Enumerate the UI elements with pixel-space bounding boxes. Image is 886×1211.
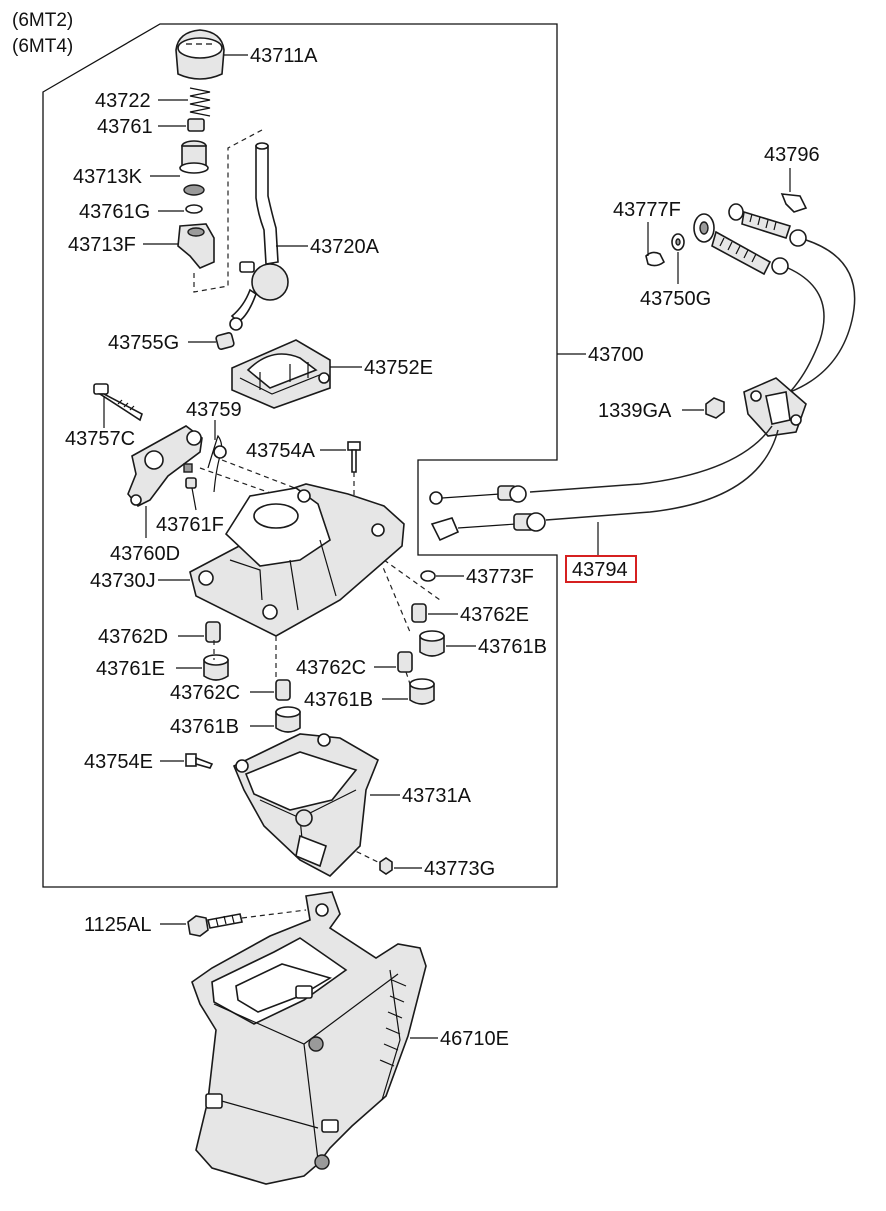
label-43713K: 43713K	[73, 166, 143, 188]
alignment-dashes-lower	[213, 636, 411, 867]
pin-43761F[interactable]	[185, 477, 197, 489]
label-46710E: 46710E	[440, 1028, 509, 1050]
washer-43761G[interactable]	[185, 204, 203, 214]
bushing-43762C-a[interactable]	[275, 679, 291, 701]
bolt-1125AL[interactable]	[187, 913, 243, 937]
nut-1339GA[interactable]	[705, 397, 725, 419]
cable-path-2	[787, 267, 825, 393]
label-1339GA: 1339GA	[598, 400, 672, 422]
pin-43777F[interactable]	[645, 251, 666, 267]
select-lever-43760D[interactable]	[127, 425, 203, 507]
label-43755G: 43755G	[108, 332, 179, 354]
cable-bracket-plate[interactable]	[743, 377, 807, 437]
label-43757C: 43757C	[65, 428, 135, 450]
cable-ends-lower	[429, 485, 546, 542]
label-43794[interactable]: 43794	[572, 559, 628, 581]
assembly-boundary-43700	[42, 23, 558, 888]
variant-label-6mt2: (6MT2)	[12, 10, 73, 31]
spring-43759[interactable]	[207, 434, 227, 493]
nut-43773G[interactable]	[379, 857, 393, 875]
nut-43761[interactable]	[187, 118, 205, 132]
label-43773F: 43773F	[466, 566, 534, 588]
label-43777F: 43777F	[613, 199, 681, 221]
shifter-base-43730J[interactable]	[189, 483, 405, 637]
washer-43750G[interactable]	[671, 233, 685, 251]
label-43796: 43796	[764, 144, 820, 166]
alignment-dashes-bracket	[241, 909, 307, 919]
lever-socket-43713F[interactable]	[177, 223, 215, 269]
label-1125AL: 1125AL	[84, 914, 151, 936]
grommet-43761B-a[interactable]	[419, 630, 445, 657]
label-43761G: 43761G	[79, 201, 150, 223]
label-43752E: 43752E	[364, 357, 433, 379]
bolt-43754A[interactable]	[347, 441, 361, 473]
label-43773G: 43773G	[424, 858, 495, 880]
cable-path-1	[789, 239, 856, 393]
label-43750G: 43750G	[640, 288, 711, 310]
shift-lever-43720A[interactable]	[229, 142, 289, 331]
clip-43796[interactable]	[780, 193, 808, 213]
label-43731A: 43731A	[402, 785, 472, 807]
shift-knob-43711A[interactable]	[175, 29, 225, 80]
label-43700: 43700	[588, 344, 644, 366]
label-43762D: 43762D	[98, 626, 168, 648]
mounting-bracket-46710E[interactable]	[191, 891, 427, 1185]
cable-ends-upper	[693, 203, 807, 276]
spring-43722[interactable]	[189, 87, 211, 117]
bushing-43762D[interactable]	[205, 621, 221, 643]
label-43759: 43759	[186, 399, 242, 421]
label-43761B-c: 43761B	[304, 689, 373, 711]
label-43711A: 43711A	[250, 45, 318, 67]
label-43730J: 43730J	[90, 570, 156, 592]
grommet-43761B-b[interactable]	[275, 706, 301, 733]
label-43761: 43761	[97, 116, 153, 138]
bushing-43762C-b[interactable]	[397, 651, 413, 673]
lever-guide-dashes	[193, 129, 263, 293]
washer-43773F[interactable]	[420, 570, 436, 582]
lower-bracket-43731A[interactable]	[232, 733, 379, 877]
bolt-43757C[interactable]	[93, 383, 143, 422]
grommet-43761B-c[interactable]	[409, 678, 435, 705]
variant-label-6mt4: (6MT4)	[12, 36, 73, 57]
label-43713F: 43713F	[68, 234, 136, 256]
bushing-43762E[interactable]	[411, 603, 427, 623]
label-43760D: 43760D	[110, 543, 180, 565]
cable-path-4	[545, 429, 779, 521]
label-43762E: 43762E	[460, 604, 529, 626]
label-43722: 43722	[95, 90, 151, 112]
label-43762C-b: 43762C	[296, 657, 366, 679]
grommet-43761E[interactable]	[203, 654, 229, 681]
label-43754A: 43754A	[246, 440, 316, 462]
lever-housing-43752E[interactable]	[231, 339, 331, 409]
label-43761F: 43761F	[156, 514, 224, 536]
label-43754E: 43754E	[84, 751, 153, 773]
label-43761E: 43761E	[96, 658, 165, 680]
bolt-43754E[interactable]	[185, 753, 214, 769]
highlight-box-43794	[565, 555, 637, 583]
bushing-43713K[interactable]	[179, 140, 209, 196]
bushing-43755G[interactable]	[215, 332, 235, 350]
label-43762C-a: 43762C	[170, 682, 240, 704]
cable-path-3	[529, 425, 773, 493]
label-43761B-a: 43761B	[478, 636, 547, 658]
label-43761B-b: 43761B	[170, 716, 239, 738]
label-43720A: 43720A	[310, 236, 380, 258]
